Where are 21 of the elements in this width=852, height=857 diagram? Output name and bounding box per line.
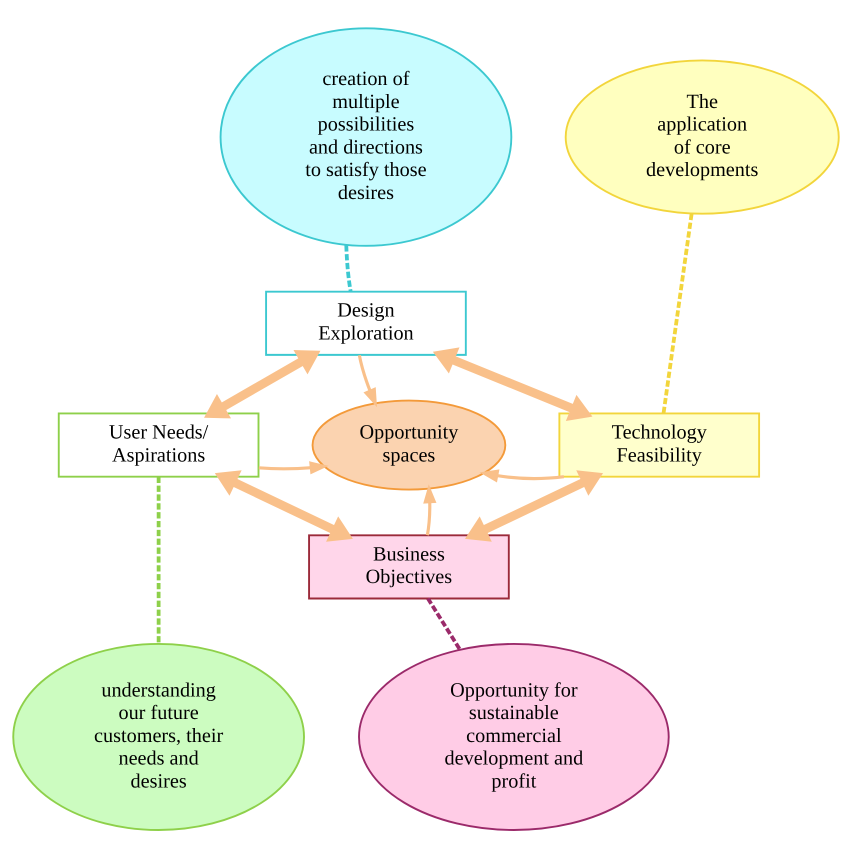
node-ellipse: Opportunity for sustainable commercial development and profit (358, 642, 670, 830)
node-ellipse: creation of multiple possibilities and directions to satisfy those desires (220, 26, 512, 246)
node-box: User Needs/ Aspirations (58, 412, 260, 478)
arrow (258, 460, 329, 474)
connector (426, 597, 462, 650)
node-ellipse: understanding our future customers, their needs and desires (12, 642, 305, 830)
arrow (358, 354, 378, 407)
arrow (214, 470, 353, 542)
arrow (423, 484, 436, 535)
node-box: Technology Feasibility (558, 412, 760, 478)
arrow (480, 468, 564, 482)
node-ellipse: Opportunity spaces (312, 399, 506, 490)
node-ellipse: The application of core developments (564, 59, 840, 214)
node-box: Design Exploration (265, 290, 467, 356)
connector (344, 244, 353, 292)
connector (662, 213, 694, 414)
connector (156, 476, 161, 644)
arrow (464, 470, 604, 542)
arrow (432, 346, 592, 421)
arrow (204, 349, 320, 418)
node-box: Business Objectives (308, 534, 510, 599)
